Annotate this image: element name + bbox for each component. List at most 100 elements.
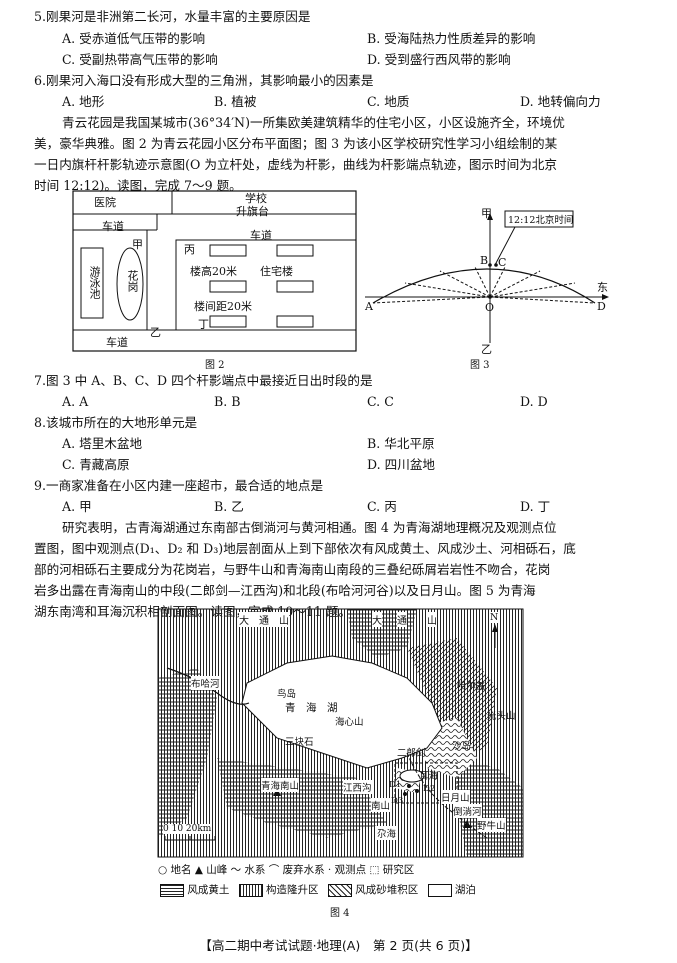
fig4-d2-label: D2	[423, 784, 436, 794]
fig4-d3-label: D3	[391, 796, 404, 806]
q8-option-b: B. 华北平原	[367, 436, 435, 451]
figure-2-plan: 医院 车道 学校 升旗台 车道 甲 游泳池 花岗 丙 楼高20米 住宅楼 楼间距…	[72, 190, 357, 358]
passage2-line3: 部的河相砾石主要成分为花岗岩，与野牛山和青海南山南段的三叠纪砾屑岩岩性不吻合，花…	[34, 562, 551, 577]
fig4-erhai-label: 耳海	[419, 771, 439, 782]
q7-option-a: A. A	[62, 394, 89, 409]
q9-option-d: D. 丁	[520, 499, 551, 514]
fig4-haixinshan-label: 海心山	[335, 717, 364, 728]
fig2-flagpole-label: 升旗台	[236, 205, 269, 218]
fig3-point-b: B	[480, 254, 489, 267]
fig4-shadao-label: 沙岛	[452, 741, 472, 752]
q6-option-d: D. 地转偏向力	[520, 94, 601, 109]
q5-option-a: A. 受赤道低气压带的影响	[62, 31, 206, 46]
fig4-legend-row2: 风成黄土 构造隆升区 风成砂堆积区 湖泊	[160, 882, 476, 897]
fig3-time-box: 12:12北京时间	[508, 215, 574, 226]
q9-option-a: A. 甲	[62, 499, 92, 514]
fig4-niaodao-label: 鸟岛	[277, 689, 297, 700]
passage1-line4: 时间 12:12)。读图，完成 7～9 题。	[34, 178, 242, 193]
q7-option-b: B. B	[214, 394, 241, 409]
fig4-datong-east-label-2: 通	[397, 612, 407, 627]
fig4-guangtou-label: 光头山	[487, 711, 516, 722]
passage2-line4: 岩多出露在青海南山的中段(二郎剑—江西沟)和北段(布哈河河谷)以及日月山。图 5…	[34, 583, 536, 598]
fig3-point-c: C	[498, 256, 507, 269]
q9-option-b: B. 乙	[214, 499, 244, 514]
q9-option-c: C. 丙	[367, 499, 397, 514]
q9-stem: 9.一商家准备在小区内建一座超市，最合适的地点是	[34, 478, 324, 493]
fig4-datong-east-label-3: 山	[427, 612, 437, 627]
uplift-swatch	[238, 883, 263, 897]
fig2-point-ding: 丁	[198, 318, 209, 331]
fig4-jiangxigou-label: 江西沟	[343, 780, 372, 794]
fig4-erlangjian-label: 二郎剑	[397, 748, 426, 759]
fig2-school-label: 学校	[245, 192, 267, 205]
fig4-yeniu-label: 野牛山	[477, 818, 506, 832]
fig4-datong-east-label: 大	[372, 612, 382, 627]
fig2-spacing-label: 楼间距20米	[194, 300, 252, 313]
fig4-caption: 图 4	[330, 908, 350, 919]
figure-3-shadow: 甲 东 乙 12:12北京时间 A B C D O	[365, 205, 615, 356]
fig4-datong-label: 大 通 山	[239, 612, 289, 627]
fig2-pool-label: 游泳池	[88, 266, 101, 299]
legend-lake: 湖泊	[454, 884, 476, 896]
q6-option-c: C. 地质	[367, 94, 410, 109]
q8-option-a: A. 塔里木盆地	[62, 436, 143, 451]
figure-4-map: 大 通 山 大 通 山 布哈河 鸟岛 青 海 湖 海心山 三块石 二郎剑 耳海 …	[157, 608, 524, 858]
q8-stem: 8.该城市所在的大地形单元是	[34, 415, 198, 430]
passage1-line1: 青云花园是我国某城市(36°34′N)一所集欧美建筑精华的住宅小区，小区设施齐全…	[62, 115, 565, 130]
fig4-nanshan2-label: 南山	[371, 798, 391, 812]
sand-swatch	[327, 883, 352, 897]
q6-option-b: B. 植被	[214, 94, 257, 109]
passage1-line2: 美，豪华典雅。图 2 为青云花园小区分布平面图；图 3 为该小区学校研究性学习小…	[34, 136, 558, 151]
fig4-haergai-label: 哈尔盖	[457, 681, 486, 692]
fig4-daotang-label: 倒淌河	[453, 804, 482, 818]
q5-stem: 5.刚果河是非洲第二长河，水量丰富的主要原因是	[34, 9, 311, 24]
q6-option-a: A. 地形	[62, 94, 105, 109]
fig2-height-label: 楼高20米	[190, 265, 237, 278]
page-footer: 【高二期中考试试题·地理(A) 第 2 页(共 6 页)】	[199, 938, 478, 953]
fig2-road2-label: 车道	[250, 229, 272, 242]
fig4-gahai-label: 尕海	[377, 826, 397, 840]
q6-stem: 6.刚果河入海口没有形成大型的三角洲，其影响最小的因素是	[34, 73, 374, 88]
q8-option-d: D. 四川盆地	[367, 457, 436, 472]
fig2-caption: 图 2	[205, 360, 225, 371]
fig4-sankuaishi-label: 三块石	[285, 737, 314, 748]
passage2-line2: 置图，图中观测点(D₁、D₂ 和 D₃)地层剖面从上到下部依次有风成黄土、风成沙…	[34, 541, 576, 556]
fig3-north-label: 甲	[481, 207, 492, 220]
q8-option-c: C. 青藏高原	[62, 457, 130, 472]
passage1-line3: 一日内旗杆杆影轨迹示意图(O 为立杆处，虚线为杆影，曲线为杆影端点轨迹，图示时间…	[34, 157, 557, 172]
fig3-caption: 图 3	[470, 360, 490, 371]
fig4-riyue-label: 日月山	[441, 790, 470, 804]
fig4-scale-label: 0 10 20km	[163, 824, 212, 834]
legend-uplift: 构造隆升区	[266, 884, 319, 896]
loess-swatch	[160, 883, 184, 897]
fig4-buha-label: 布哈河	[191, 676, 220, 690]
q5-option-c: C. 受副热带高气压带的影响	[62, 52, 218, 67]
fig2-road1-label: 车道	[102, 220, 124, 233]
fig2-point-bing: 丙	[184, 243, 195, 256]
fig3-south-label: 乙	[481, 343, 492, 356]
fig2-point-jia: 甲	[132, 238, 143, 251]
q7-option-d: D. D	[520, 394, 548, 409]
legend-loess: 风成黄土	[187, 884, 230, 896]
passage2-line1: 研究表明，古青海湖通过东南部古倒淌河与黄河相通。图 4 为青海湖地理概况及观测点…	[62, 520, 557, 535]
fig2-point-yi: 乙	[150, 326, 161, 339]
fig4-nanshan-label: 青海南山	[261, 778, 300, 792]
q5-option-b: B. 受海陆热力性质差异的影响	[367, 31, 536, 46]
fig3-point-a: A	[365, 300, 373, 313]
fig2-road3-label: 车道	[106, 336, 128, 349]
lake-swatch	[427, 883, 452, 897]
fig3-point-o: O	[485, 301, 495, 314]
fig3-east-label: 东	[597, 281, 608, 294]
fig3-point-d: D	[597, 300, 606, 313]
fig2-house-label: 住宅楼	[260, 265, 293, 278]
q7-option-c: C. C	[367, 394, 394, 409]
fig4-qinghaihu-label: 青 海 湖	[285, 702, 338, 714]
fig2-hospital-label: 医院	[94, 196, 116, 209]
legend-sand: 风成砂堆积区	[355, 884, 419, 896]
fig4-d1-label: D1	[389, 780, 402, 790]
q7-stem: 7.图 3 中 A、B、C、D 四个杆影端点中最接近日出时段的是	[34, 373, 373, 388]
fig4-legend-row1: ○ 地名 ▲ 山峰 ～ 水系 ⌒ 废弃水系 · 观测点 ⬚ 研究区	[158, 864, 415, 876]
fig2-flower-label: 花岗	[126, 270, 139, 292]
q5-option-d: D. 受到盛行西风带的影响	[367, 52, 511, 67]
fig4-north-label: N	[490, 612, 499, 623]
